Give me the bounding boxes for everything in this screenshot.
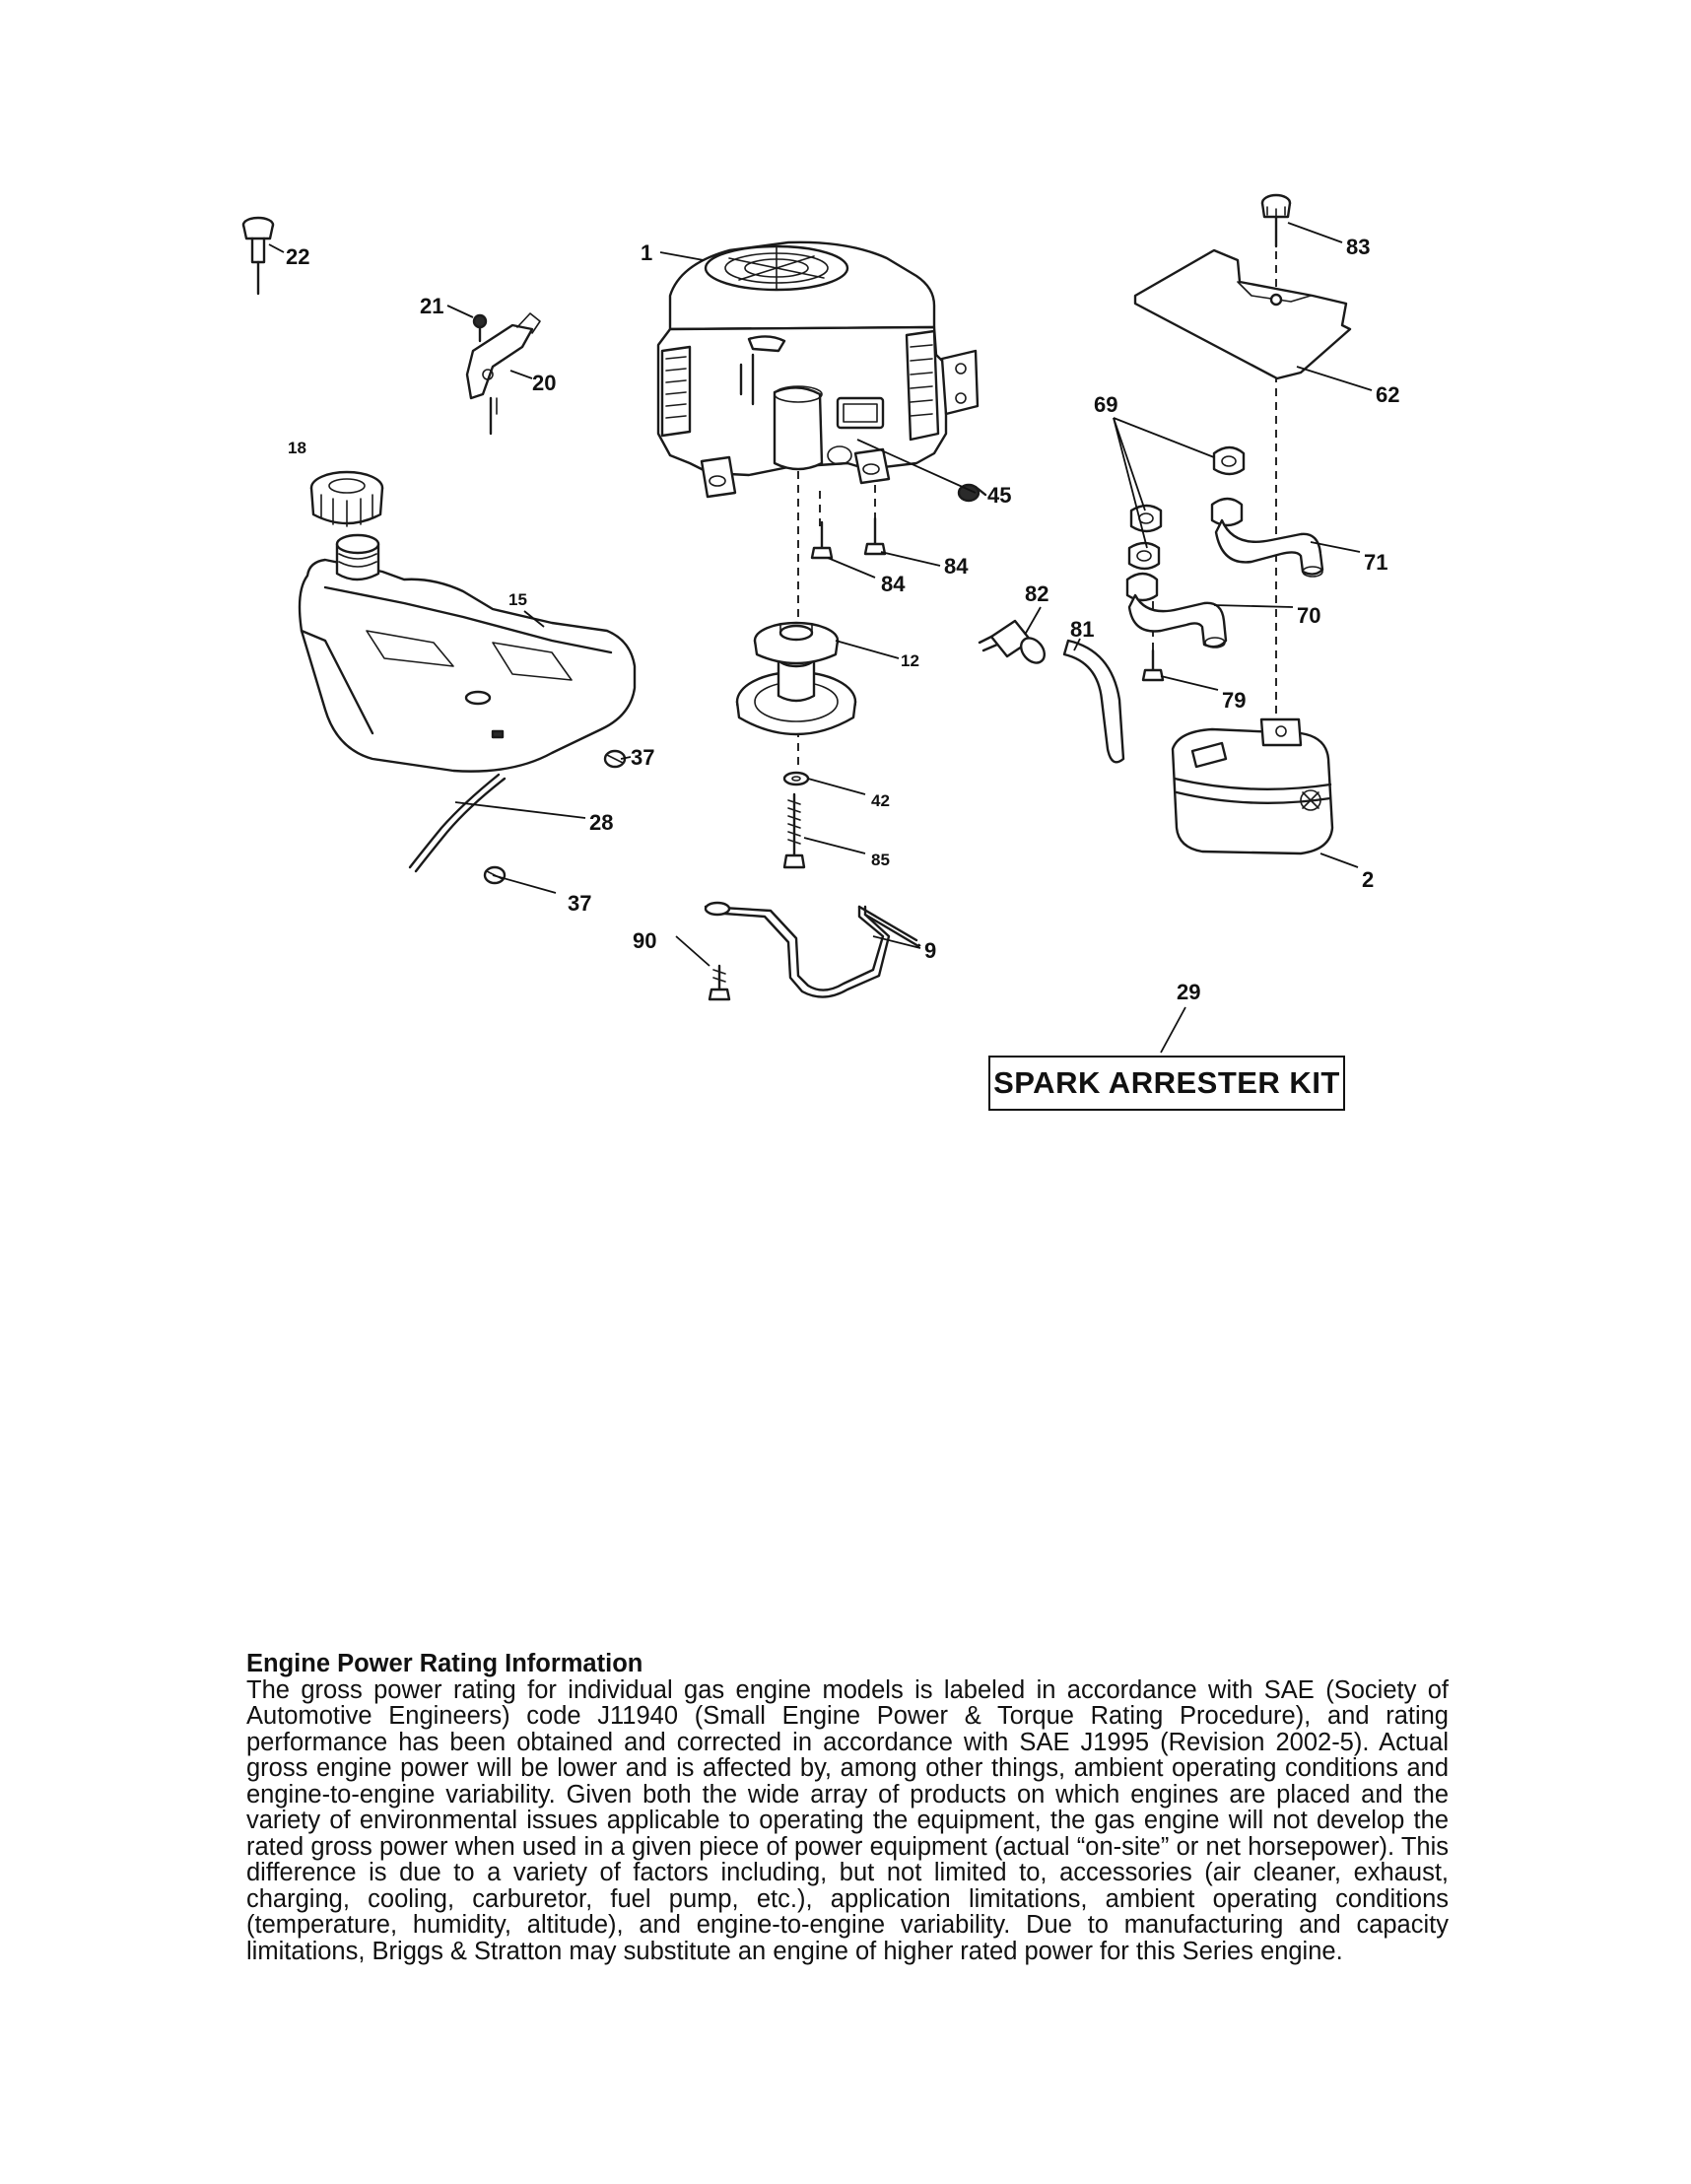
part-79-bolt	[1141, 648, 1165, 682]
part-20-bracket	[465, 312, 541, 436]
part-71-exhaust-pipe	[1210, 497, 1324, 578]
callout-1: 1	[641, 240, 652, 265]
callout-70: 70	[1297, 603, 1320, 628]
callout-21: 21	[420, 294, 443, 318]
callout-2: 2	[1362, 867, 1374, 892]
callout-84-left: 84	[881, 572, 906, 596]
spark-arrester-kit-label: SPARK ARRESTER KIT	[988, 1056, 1345, 1111]
section-title: Engine Power Rating Information	[246, 1650, 643, 1677]
part-18-fuel-cap	[309, 470, 384, 527]
callout-18: 18	[288, 439, 306, 457]
part-21-screw	[472, 313, 488, 343]
part-84-bolt-left	[810, 520, 834, 560]
callout-69: 69	[1094, 392, 1117, 417]
part-42-washer	[782, 771, 810, 786]
part-9-rod	[704, 901, 920, 998]
callout-37-lower: 37	[568, 891, 591, 916]
callout-79: 79	[1222, 688, 1246, 713]
engine-power-rating-section: Engine Power Rating Information The gros…	[246, 1651, 1449, 1964]
part-69-gasket-top	[1212, 445, 1246, 476]
leader-lines	[268, 222, 1373, 1054]
callout-15: 15	[508, 590, 527, 609]
callout-84-right: 84	[944, 554, 969, 579]
callout-37-upper: 37	[631, 745, 654, 770]
callout-83: 83	[1346, 235, 1370, 259]
callout-29: 29	[1177, 980, 1200, 1004]
part-12-pulley	[735, 621, 857, 736]
part-28-fuel-line	[408, 773, 507, 873]
callout-12: 12	[901, 651, 919, 670]
section-body: The gross power rating for individual ga…	[246, 1675, 1449, 1965]
assembly-lines	[797, 251, 1277, 769]
part-70-exhaust-pipe	[1125, 572, 1228, 648]
callout-45: 45	[987, 483, 1011, 508]
callout-90: 90	[633, 928, 656, 953]
part-81-hose	[1062, 639, 1125, 764]
callout-labels: 22 1 21 20 18 15 45 84 84 12 37 28 37 42…	[286, 235, 1399, 1004]
callout-81: 81	[1070, 617, 1094, 642]
callout-85: 85	[871, 851, 890, 869]
part-45-nut	[957, 483, 987, 503]
part-82-connector	[978, 619, 1047, 664]
part-90-bolt	[708, 964, 731, 1001]
part-84-bolt-right	[863, 516, 887, 556]
exploded-parts-diagram: 22 1 21 20 18 15 45 84 84 12 37 28 37 42…	[241, 193, 1399, 1054]
callout-62: 62	[1376, 382, 1399, 407]
callout-20: 20	[532, 371, 556, 395]
part-1-engine	[656, 240, 980, 499]
callout-9: 9	[924, 938, 936, 963]
part-62-heat-shield	[1133, 248, 1352, 380]
part-85-bolt	[782, 792, 806, 869]
part-83-bolt	[1260, 193, 1292, 248]
callout-22: 22	[286, 244, 309, 269]
callout-28: 28	[589, 810, 613, 835]
part-69-gasket-low	[1127, 541, 1161, 571]
part-22-cap	[241, 216, 275, 296]
callout-82: 82	[1025, 581, 1048, 606]
part-2-muffler	[1171, 717, 1334, 855]
callout-42: 42	[871, 791, 890, 810]
part-69-gasket-mid	[1129, 504, 1163, 533]
part-15-fuel-tank	[298, 533, 637, 773]
callout-71: 71	[1364, 550, 1387, 575]
